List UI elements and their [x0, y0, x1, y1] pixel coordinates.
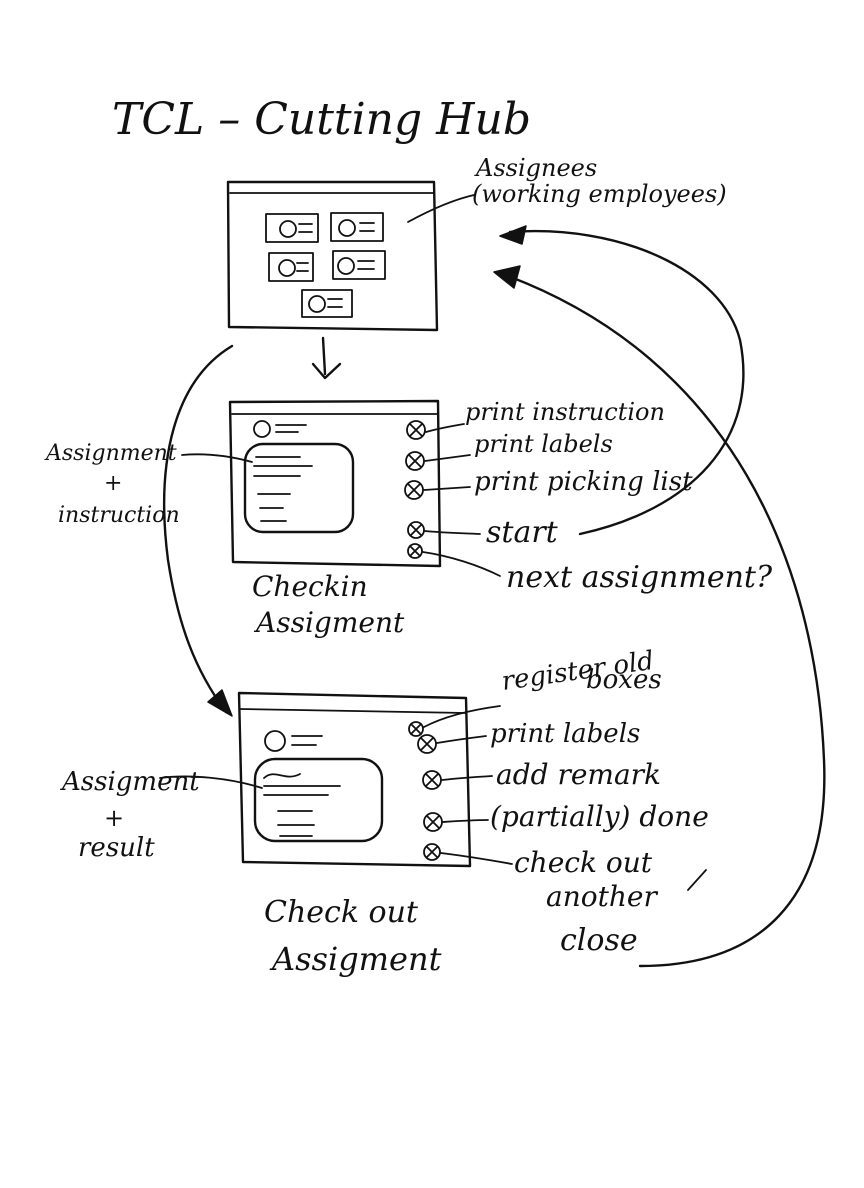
- arrow-close-to-hub: [493, 265, 826, 968]
- assignee-card: [330, 212, 384, 242]
- assignee-card: [332, 250, 386, 280]
- checkin-note-line2: +: [104, 471, 122, 496]
- checkin-action-start: start: [486, 515, 559, 550]
- checkout-screen: [237, 691, 472, 868]
- arrow-hub-to-checkout: [162, 344, 234, 717]
- assignee-card: [265, 213, 319, 243]
- checkout-note-line1: Assigment: [60, 767, 200, 797]
- checkin-screen: [228, 399, 442, 568]
- checkout-action-another: another: [546, 880, 658, 913]
- checkin-action-icons: [404, 420, 426, 559]
- assignee-card: [301, 289, 353, 318]
- checkin-action-print-instruction: print instruction: [465, 398, 665, 426]
- arrow-hub-to-checkin: [311, 336, 342, 380]
- checkin-note-line1: Assignment: [44, 441, 177, 466]
- checkin-caption-line2: Assigment: [253, 606, 405, 639]
- hub-screen: [226, 180, 439, 332]
- page-title: TCL – Cutting Hub: [112, 94, 531, 145]
- checkout-caption-line1: Check out: [264, 895, 419, 930]
- hub-annotation-line2: (working employees): [472, 180, 727, 208]
- avatar: [264, 730, 286, 752]
- checkout-action-partially-done: (partially) done: [490, 800, 709, 833]
- assignee-card: [268, 252, 314, 282]
- checkout-caption-line2: Assigment: [269, 940, 442, 978]
- checkout-action-add-remark: add remark: [496, 758, 661, 791]
- checkout-action-print-labels: print labels: [490, 719, 640, 749]
- checkin-action-next-assignment: next assignment?: [506, 560, 773, 595]
- checkin-action-print-labels: print labels: [474, 430, 613, 458]
- checkout-note-line2: +: [104, 804, 124, 832]
- checkin-note-line3: instruction: [58, 503, 180, 528]
- arrow-start-to-hub: [499, 225, 745, 536]
- hub-annotation-line1: Assignees: [474, 154, 597, 182]
- checkout-note-line3: result: [78, 833, 155, 863]
- checkin-action-print-picking-list: print picking list: [474, 467, 693, 497]
- checkout-action-icons: [408, 721, 443, 861]
- checkout-action-boxes: boxes: [586, 665, 662, 695]
- checkout-action-close: close: [560, 923, 638, 958]
- avatar: [253, 420, 271, 438]
- checkout-action-check-out: check out: [514, 846, 653, 879]
- checkin-caption-line1: Checkin: [252, 570, 368, 603]
